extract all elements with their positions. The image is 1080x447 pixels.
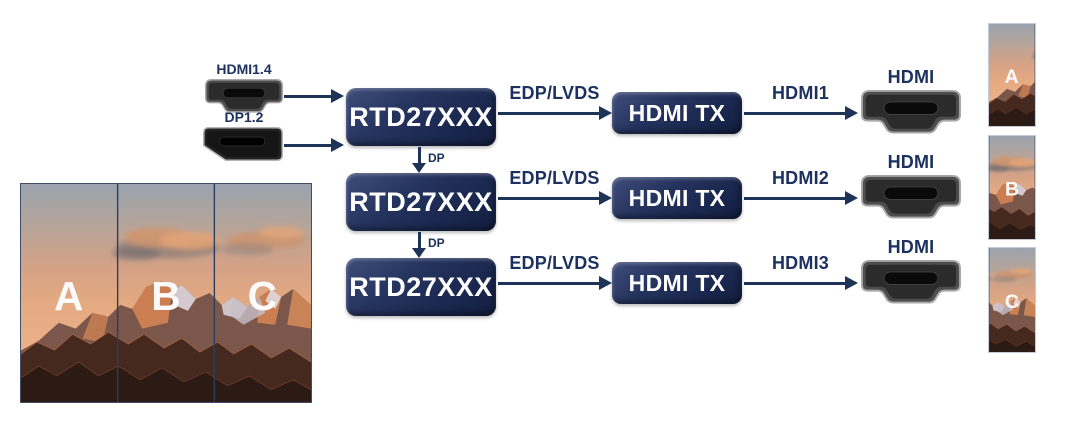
- chip-hdmi-tx-2: HDMI TX: [612, 177, 742, 219]
- hdmi-output-port-icon-3: [861, 260, 961, 304]
- chip-hdmi-tx-1: HDMI TX: [612, 92, 742, 134]
- hdmi-input-port-icon: [205, 79, 283, 113]
- chip-rtd27xxx-3: RTD27XXX: [346, 258, 496, 316]
- arrow-hdmi1: [744, 106, 858, 120]
- arrow-edp-lvds-2: [498, 191, 612, 205]
- output-strip-c: [988, 247, 1036, 353]
- arrow-input-hdmi: [284, 89, 344, 103]
- dp-cascade-label-2: DP: [428, 236, 445, 250]
- port-label-hdmi-3: HDMI: [887, 237, 935, 257]
- bus-label-3: EDP/LVDS: [509, 253, 600, 273]
- arrow-edp-lvds-3: [498, 276, 612, 290]
- arrow-edp-lvds-1: [498, 106, 612, 120]
- chip-rtd27xxx-1: RTD27XXX: [346, 88, 496, 146]
- input-hdmi-label: HDMI1.4: [216, 61, 272, 77]
- hdmi-output-port-icon-2: [861, 175, 961, 219]
- chip-hdmi-tx-3: HDMI TX: [612, 262, 742, 304]
- output-strip-a: [988, 23, 1036, 127]
- bus-label-2: EDP/LVDS: [509, 168, 600, 188]
- link-label-hdmi1: HDMI1: [771, 83, 829, 103]
- arrow-hdmi3: [744, 276, 858, 290]
- arrow-dp-cascade-1: [412, 147, 426, 173]
- hdmi-output-port-icon-1: [861, 90, 961, 134]
- arrow-input-dp: [284, 138, 344, 152]
- input-dp-label: DP1.2: [224, 109, 264, 125]
- port-label-hdmi-1: HDMI: [887, 67, 935, 87]
- source-photo: [20, 183, 312, 403]
- output-strip-b: [988, 135, 1036, 240]
- arrow-dp-cascade-2: [412, 232, 426, 258]
- arrow-hdmi2: [744, 191, 858, 205]
- port-label-hdmi-2: HDMI: [887, 152, 935, 172]
- chip-rtd27xxx-2: RTD27XXX: [346, 173, 496, 231]
- displayport-input-port-icon: [203, 127, 283, 161]
- link-label-hdmi2: HDMI2: [771, 168, 829, 188]
- link-label-hdmi3: HDMI3: [771, 253, 829, 273]
- bus-label-1: EDP/LVDS: [509, 83, 600, 103]
- dp-cascade-label-1: DP: [428, 151, 445, 165]
